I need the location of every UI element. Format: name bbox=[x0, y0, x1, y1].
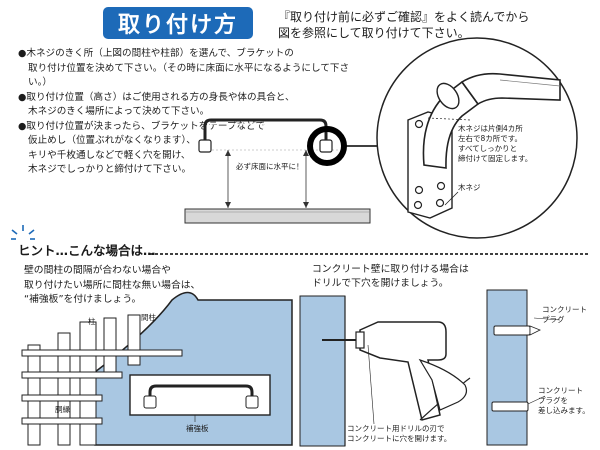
pipe bbox=[460, 72, 561, 106]
stud bbox=[57, 332, 71, 446]
furring-strip bbox=[21, 349, 183, 357]
concrete-line-1: コンクリート壁に取り付ける場合は bbox=[312, 264, 469, 275]
bullet-icon: ● bbox=[18, 48, 27, 59]
floor-slab bbox=[184, 208, 371, 224]
instruction-3-line-1: 取り付け位置が決まったら、ブラケットをテープなどで bbox=[26, 120, 266, 132]
detail-note-line-2: 左右で8カ所です。 bbox=[458, 134, 523, 143]
wood-screw-label: 木ネジ bbox=[458, 183, 481, 192]
instruction-item-3: ●取り付け位置が決まったら、ブラケットをテープなどで bbox=[18, 120, 358, 135]
bullet-icon: ● bbox=[18, 91, 27, 103]
concrete-line-2: ドリルで下穴を開けましょう。 bbox=[312, 278, 449, 289]
left-bracket bbox=[198, 139, 212, 153]
detail-note-line-3: すべてしっかりと bbox=[458, 144, 518, 153]
instruction-list: ●木ネジのきく所（上図の間柱や柱部）を選んで、ブラケットの 取り付け位置を決めて… bbox=[18, 47, 358, 178]
detail-note: 木ネジは片側4カ所 左右で8カ所です。 すべてしっかりと 締付けて固定します。 bbox=[458, 124, 538, 164]
drill-caption-line-1: コンクリート用ドリルの刃で bbox=[347, 424, 445, 433]
handrail-bar bbox=[148, 384, 254, 400]
plug-label-line-1: コンクリート bbox=[542, 305, 587, 314]
plug-label: コンクリート プラグ bbox=[542, 305, 587, 325]
intro-line-1: 『取り付け前に必ずご確認』をよく読んでから bbox=[278, 10, 530, 24]
furring-strip bbox=[21, 394, 103, 402]
hint-sparkle-icon bbox=[11, 225, 35, 240]
concrete-plug bbox=[493, 325, 531, 336]
furring-strip bbox=[21, 371, 123, 379]
inserted-plug bbox=[491, 401, 529, 412]
instruction-item-2: ●取り付け位置（高さ）はご使用される方の身長や体の具合と、 bbox=[18, 91, 358, 106]
handrail-bar bbox=[203, 118, 328, 142]
instruction-2-line-1: 取り付け位置（高さ）はご使用される方の身長や体の具合と、 bbox=[26, 91, 295, 103]
instruction-3-line-4: 木ネジでしっかりと締付けて下さい。 bbox=[28, 164, 192, 175]
stud-label: 間柱 bbox=[141, 313, 156, 322]
screw-icon bbox=[414, 119, 424, 129]
level-note: 必ず床面に水平に！ bbox=[236, 162, 304, 171]
concrete-intro: コンクリート壁に取り付ける場合は ドリルで下穴を開けましょう。 bbox=[312, 263, 512, 291]
bullet-icon: ● bbox=[18, 120, 27, 132]
reinforcement-label: 補強板 bbox=[186, 424, 209, 433]
hint-line-2: 取り付けたい場所に間柱な無い場合は、 bbox=[24, 279, 201, 291]
hint-body: 壁の間柱の間隔が合わない場合や 取り付けたい場所に間柱な無い場合は、 “補強板”… bbox=[24, 264, 224, 308]
hint-line-1: 壁の間柱の間隔が合わない場合や bbox=[24, 265, 171, 276]
screw-icon bbox=[435, 198, 445, 208]
page-title: 取り付け方 bbox=[103, 7, 253, 39]
instruction-2-line-2: 木ネジのきく場所によって決めて下さい。 bbox=[28, 106, 210, 117]
drill-caption-line-2: コンクリートに穴を開けます。 bbox=[347, 434, 452, 443]
concrete-wall bbox=[299, 295, 346, 447]
insert-label-line-3: 差し込みます。 bbox=[538, 406, 590, 415]
post-label: 柱 bbox=[88, 317, 96, 326]
instruction-3-line-3: キリや千枚通しなどで軽く穴を開け、 bbox=[28, 149, 191, 161]
screw-icon bbox=[413, 200, 423, 210]
drill-caption: コンクリート用ドリルの刃で コンクリートに穴を開けます。 bbox=[347, 424, 451, 444]
hint-rule bbox=[150, 253, 590, 255]
sill-label: 胴縁 bbox=[55, 405, 70, 414]
screw-icon bbox=[414, 185, 424, 195]
hint-title: ヒント…こんな場合は… bbox=[18, 243, 156, 258]
instruction-item-1: ●木ネジのきく所（上図の間柱や柱部）を選んで、ブラケットの bbox=[18, 47, 358, 62]
intro-line-2: 図を参照にして取り付けて下さい。 bbox=[278, 26, 470, 40]
screw-icon bbox=[436, 181, 446, 191]
instruction-3-line-2: 仮止めし（位置ぶれがなくなります）、 bbox=[28, 135, 196, 146]
concrete-wall-2 bbox=[486, 289, 528, 446]
furring-strip bbox=[21, 417, 103, 425]
instruction-1-line-1: 木ネジのきく所（上図の間柱や柱部）を選んで、ブラケットの bbox=[26, 48, 294, 59]
drill-body bbox=[359, 321, 447, 421]
plug-label-line-2: プラグ bbox=[542, 315, 565, 324]
hint-line-3: “補強板”を付けましょう。 bbox=[24, 294, 142, 305]
insert-label-line-2: プラグを bbox=[538, 396, 568, 405]
right-bracket bbox=[319, 139, 333, 153]
hand bbox=[418, 358, 468, 411]
insert-label-line-1: コンクリート bbox=[538, 386, 583, 395]
detail-note-line-4: 締付けて固定します。 bbox=[458, 154, 533, 163]
insert-label: コンクリート プラグを 差し込みます。 bbox=[538, 386, 590, 416]
detail-note-line-1: 木ネジは片側4カ所 bbox=[458, 124, 523, 133]
instruction-1-line-2: 取り付け位置を決めて下さい。（その時に床面に水平になるようにして下さい。） bbox=[28, 62, 350, 89]
intro-text: 『取り付け前に必ずご確認』をよく読んでから 図を参照にして取り付けて下さい。 bbox=[278, 9, 598, 41]
